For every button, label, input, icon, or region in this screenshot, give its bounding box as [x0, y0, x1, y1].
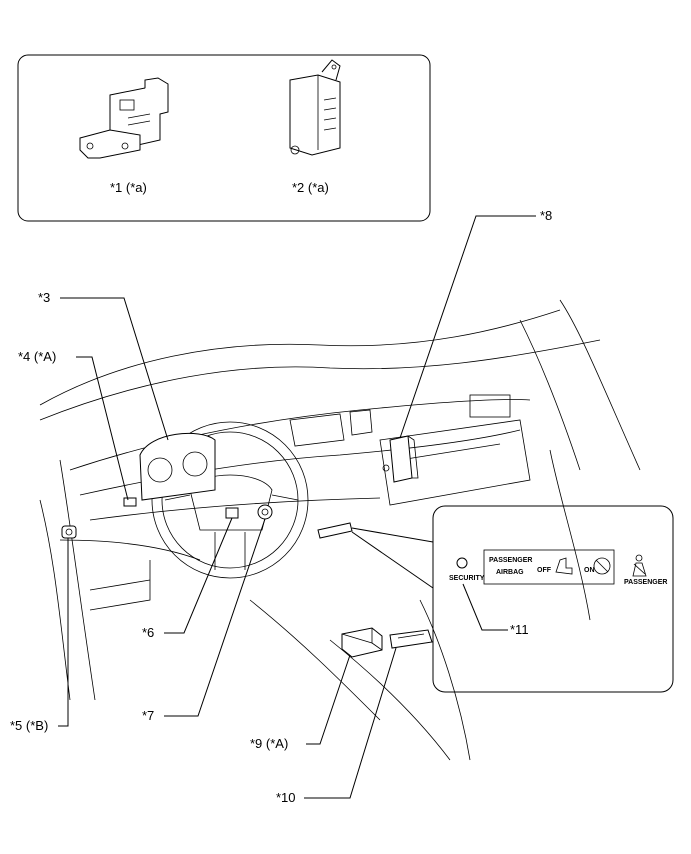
callout9-label: *9 (*A): [250, 736, 288, 751]
callout5-leader: [58, 538, 69, 727]
callout6-label: *6: [142, 625, 154, 640]
callout6-leader: [164, 517, 233, 634]
part2-label: *2 (*a): [292, 180, 329, 195]
part9-module-icon: [341, 627, 383, 658]
inset-panel: [432, 505, 674, 693]
part2-ecu-icon: [289, 59, 341, 156]
indicator-strip-icon: [317, 522, 353, 539]
callout5-label: *5 (*B): [10, 718, 48, 733]
callout10-label: *10: [276, 790, 296, 805]
callout4-leader: [76, 356, 129, 501]
indicator-panel-detail: SECURITY PASSENGER AIRBAG OFF ON PASSENG…: [449, 549, 667, 586]
steering-wheel-icon: [151, 421, 309, 579]
top-parts-panel: [17, 54, 431, 222]
security-text: SECURITY: [449, 575, 485, 582]
part1-module-icon: [79, 77, 169, 159]
callout8-leader: [399, 215, 536, 439]
part5-connector-icon: [61, 525, 77, 539]
callout10-leader: [304, 647, 397, 799]
airbag-text: AIRBAG: [496, 569, 524, 576]
callout11-label: *11: [510, 622, 529, 637]
ignition-switch-icon: [257, 504, 273, 520]
callout7-leader: [164, 518, 266, 717]
seat-off-icon: [555, 557, 573, 575]
switch4-icon: [123, 497, 137, 507]
part10-module-icon: [389, 629, 433, 649]
passenger-small-text: PASSENGER: [624, 579, 667, 586]
security-indicator-icon: [456, 557, 468, 569]
callout7-label: *7: [142, 708, 154, 723]
callout11-leader: [462, 583, 508, 631]
part1-label: *1 (*a): [110, 180, 147, 195]
passenger-text: PASSENGER: [489, 557, 532, 564]
callout8-label: *8: [540, 208, 552, 223]
off-text: OFF: [537, 567, 552, 574]
on-text: ON: [584, 567, 595, 574]
callout3-leader: [60, 297, 169, 441]
callout3-label: *3: [38, 290, 50, 305]
combination-meter-icon: [139, 432, 216, 501]
part8-ecu-icon: [382, 435, 419, 483]
callout9-leader: [306, 654, 351, 745]
callout4-label: *4 (*A): [18, 349, 56, 364]
airbag-prohibited-icon: [593, 557, 611, 575]
passenger-seatbelt-icon: [632, 554, 647, 577]
